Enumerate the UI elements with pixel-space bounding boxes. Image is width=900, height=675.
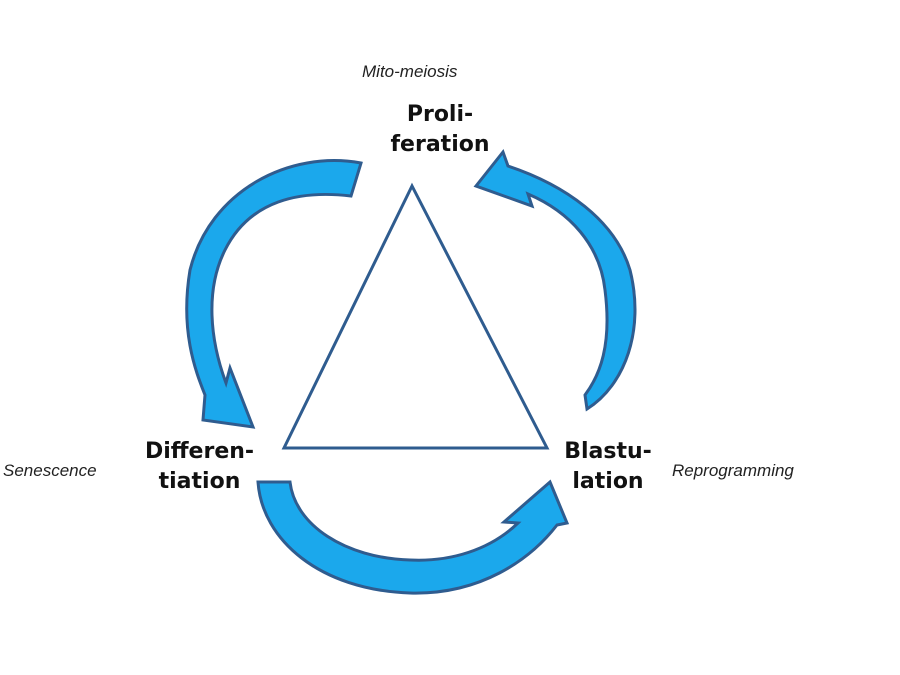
- arrow-blastulation-to-proliferation: [473, 148, 637, 412]
- node-blastulation-line1: Blastu-: [564, 439, 652, 464]
- node-blastulation-line2: lation: [572, 469, 644, 494]
- arrow-proliferation-to-differentiation: [185, 159, 363, 429]
- node-proliferation-line2: feration: [390, 132, 490, 157]
- node-differentiation-line2: tiation: [158, 469, 241, 494]
- node-differentiation-line1: Differen-: [144, 439, 255, 464]
- central-triangle: [281, 182, 550, 450]
- node-differentiation: Differen- tiation: [132, 437, 267, 497]
- arrow-differentiation-to-blastulation: [256, 479, 570, 595]
- annotation-mito-meiosis: Mito-meiosis: [362, 62, 458, 81]
- node-proliferation-line1: Proli-: [406, 102, 474, 127]
- annotation-senescence: Senescence: [3, 461, 97, 480]
- node-proliferation: Proli- feration: [380, 100, 500, 160]
- node-blastulation: Blastu- lation: [548, 437, 668, 497]
- annotation-reprogramming: Reprogramming: [672, 461, 794, 480]
